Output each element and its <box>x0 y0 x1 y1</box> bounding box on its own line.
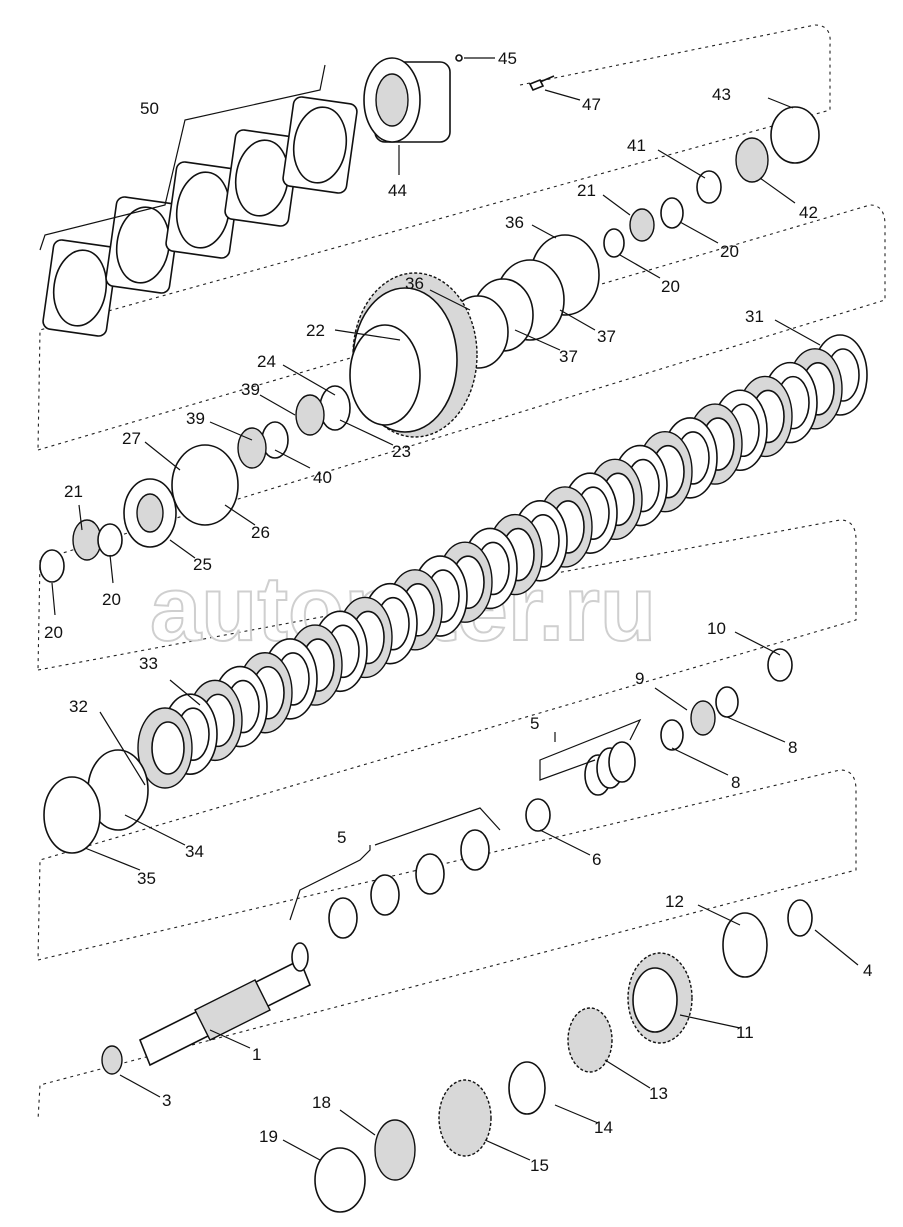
label-22: 22 <box>306 321 325 340</box>
label-25: 25 <box>193 555 212 574</box>
label-35: 35 <box>137 869 156 888</box>
gear-hub-22 <box>349 272 478 438</box>
label-5: 5 <box>337 828 346 847</box>
label-43: 43 <box>712 85 731 104</box>
label-37: 37 <box>559 347 578 366</box>
label-26: 26 <box>251 523 270 542</box>
label-6: 6 <box>592 850 601 869</box>
label-15: 15 <box>530 1156 549 1175</box>
label-5: 5 <box>530 714 539 733</box>
assembly-boundaries <box>37 24 886 1121</box>
label-40: 40 <box>313 468 332 487</box>
label-36: 36 <box>505 213 524 232</box>
label-32: 32 <box>69 697 88 716</box>
label-20: 20 <box>44 623 63 642</box>
label-34: 34 <box>185 842 204 861</box>
label-4: 4 <box>863 961 872 980</box>
bearing-parts-upper <box>447 106 820 369</box>
label-20: 20 <box>102 590 121 609</box>
housing-44 <box>363 57 451 143</box>
gears-lower <box>314 899 813 1213</box>
label-42: 42 <box>799 203 818 222</box>
callout-labels: 45 47 50 43 44 41 42 21 20 36 20 31 22 3… <box>44 49 872 1175</box>
main-shaft-1 <box>138 942 312 1067</box>
label-39: 39 <box>186 409 205 428</box>
label-14: 14 <box>594 1118 613 1137</box>
label-8: 8 <box>731 773 740 792</box>
label-3: 3 <box>162 1091 171 1110</box>
label-18: 18 <box>312 1093 331 1112</box>
label-44: 44 <box>388 181 407 200</box>
label-41: 41 <box>627 136 646 155</box>
label-23: 23 <box>392 442 411 461</box>
clutch-disc-pack <box>137 334 868 789</box>
gasket-set <box>42 96 358 337</box>
screw-45 <box>455 54 463 62</box>
label-36: 36 <box>405 274 424 293</box>
bolt-47 <box>528 75 555 92</box>
label-21: 21 <box>577 181 596 200</box>
label-8: 8 <box>788 738 797 757</box>
label-24: 24 <box>257 352 276 371</box>
label-20: 20 <box>661 277 680 296</box>
label-37: 37 <box>597 327 616 346</box>
rings-32-35 <box>43 749 149 854</box>
springs-5-6-8-9-10 <box>328 648 793 939</box>
clutch-disc-bore <box>151 721 185 775</box>
needle-bearing-3 <box>101 1045 123 1075</box>
label-12: 12 <box>665 892 684 911</box>
label-10: 10 <box>707 619 726 638</box>
label-13: 13 <box>649 1084 668 1103</box>
label-47: 47 <box>582 95 601 114</box>
label-20: 20 <box>720 242 739 261</box>
label-11: 11 <box>736 1023 754 1042</box>
label-50: 50 <box>140 99 159 118</box>
label-39: 39 <box>241 380 260 399</box>
label-1: 1 <box>252 1045 261 1064</box>
leader-lines <box>39 57 859 1161</box>
label-33: 33 <box>139 654 158 673</box>
label-27: 27 <box>122 429 141 448</box>
label-21: 21 <box>64 482 83 501</box>
label-31: 31 <box>745 307 764 326</box>
label-19: 19 <box>259 1127 278 1146</box>
small-rings-23-40 <box>39 385 351 583</box>
label-9: 9 <box>635 669 644 688</box>
label-45: 45 <box>498 49 517 68</box>
